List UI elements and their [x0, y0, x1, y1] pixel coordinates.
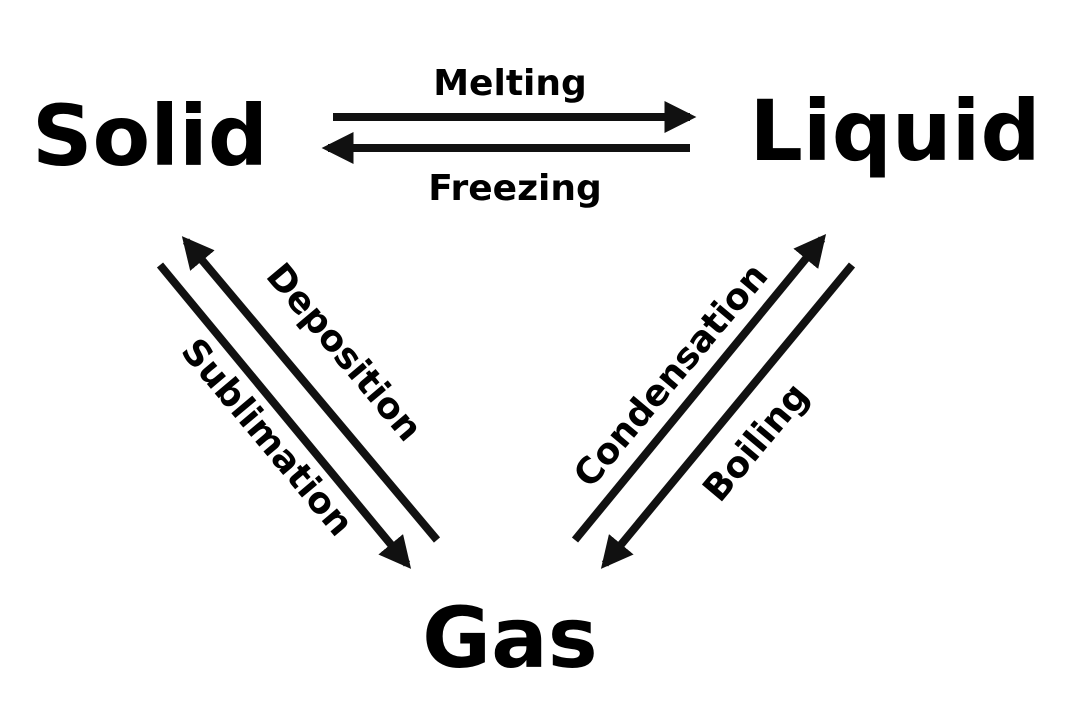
label-freezing: Freezing [428, 168, 602, 209]
state-liquid: Liquid [749, 82, 1040, 180]
deposition-arrow [181, 236, 441, 543]
condensation-arrow [571, 234, 827, 543]
sublimation-arrow [156, 262, 412, 569]
boiling-arrow [600, 262, 856, 569]
label-melting: Melting [433, 63, 587, 104]
state-gas: Gas [422, 589, 598, 687]
label-boiling: Boiling [695, 376, 817, 510]
state-solid: Solid [32, 87, 268, 185]
